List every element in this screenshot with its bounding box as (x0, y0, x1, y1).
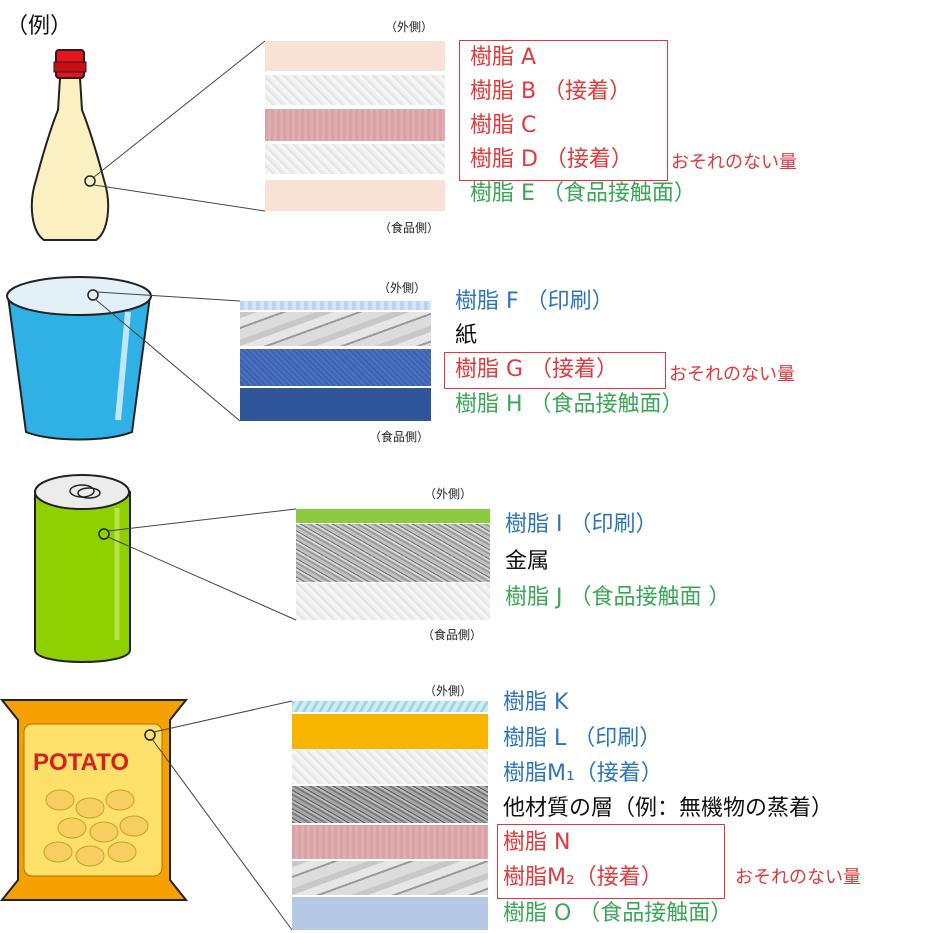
layer-label: 樹脂M₂（接着） (503, 865, 663, 890)
layer-label: 樹脂 K (503, 690, 569, 715)
layer-label: 樹脂 F （印刷） (455, 289, 614, 314)
outer-side-label: （外側） (385, 20, 434, 34)
layer-resin-j (296, 583, 490, 620)
highlight-box (497, 824, 725, 899)
layer-resin-k (292, 701, 488, 712)
bottle-icon (30, 49, 110, 241)
highlight-box (444, 352, 666, 389)
layer-label: 樹脂 N (503, 830, 571, 855)
layer-label: 樹脂 J （食品接触面 ） (505, 585, 731, 610)
note-label: おそれのない量 (671, 152, 797, 173)
layer-label: 樹脂 I （印刷） (505, 512, 658, 537)
layer-resin-i (296, 509, 490, 523)
layer-resin-f (240, 301, 431, 310)
layer-resin-h (240, 388, 431, 421)
layer-resin-e (265, 180, 445, 211)
food-side-label: （食品側） (422, 628, 483, 642)
layer-resin-b (265, 75, 445, 105)
layer-label: 紙 (455, 323, 478, 348)
layer-resin-m1 (292, 750, 488, 784)
layer-label: 金属 (505, 549, 550, 574)
layer-label: 樹脂 G （接着） (455, 357, 619, 382)
outer-side-label: （外側） (424, 487, 473, 501)
layer-label: 他材質の層（例：無機物の蒸着） (503, 796, 834, 821)
layer-paper (240, 312, 431, 346)
layer-label: 樹脂 C (470, 113, 537, 138)
layer-metal (296, 524, 490, 582)
note-label: おそれのない量 (735, 867, 861, 888)
can-icon (34, 474, 131, 663)
food-side-label: （食品側） (369, 430, 430, 444)
layer-resin-g (240, 349, 431, 386)
layer-label: 樹脂 A (470, 45, 537, 70)
layer-resin-o (292, 897, 488, 930)
layer-label: 樹脂 E （食品接触面） (470, 181, 696, 206)
outer-side-label: （外側） (378, 281, 427, 295)
layer-label: 樹脂 B （接着） (470, 79, 632, 104)
layer-resin-l (292, 714, 488, 749)
layer-resin-m2 (292, 861, 488, 895)
layer-inorganic-deposit (292, 786, 488, 823)
layer-resin-n (292, 825, 488, 859)
package-text: POTATO (33, 749, 129, 776)
layer-label: 樹脂 O （食品接触面） (503, 901, 733, 926)
chip-bag-icon: POTATO (0, 699, 189, 901)
layer-resin-d (265, 144, 445, 174)
cup-icon (6, 276, 152, 441)
layer-label: 樹脂 D （接着） (470, 147, 633, 172)
layer-resin-c (265, 109, 445, 141)
outer-side-label: （外側） (424, 684, 473, 698)
note-label: おそれのない量 (669, 364, 795, 385)
highlight-box (459, 40, 668, 181)
layer-label: 樹脂M₁（接着） (503, 761, 663, 786)
food-side-label: （食品側） (379, 221, 440, 235)
layer-label: 樹脂 L （印刷） (503, 726, 662, 751)
layer-label: 樹脂 H （食品接触面） (455, 392, 684, 417)
layer-resin-a (265, 41, 445, 71)
example-label: （例） (6, 14, 73, 39)
